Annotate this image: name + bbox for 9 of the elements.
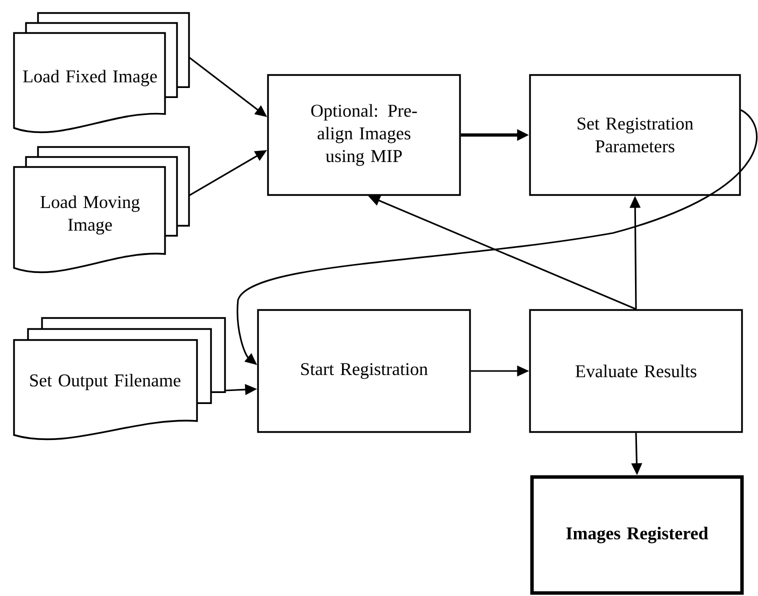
process-box: Images Registered: [530, 475, 744, 595]
process-box: Set Registration Parameters: [529, 74, 741, 196]
arrow: [236, 109, 758, 365]
document-stack: Load Fixed Image: [13, 12, 190, 134]
process-box: Evaluate Results: [529, 309, 743, 433]
process-box: Start Registration: [257, 309, 471, 433]
document-stack: Load Moving Image: [13, 146, 190, 274]
document-stack: Set Output Filename: [13, 317, 226, 440]
process-box: Optional: Pre-align Images using MIP: [267, 74, 461, 196]
